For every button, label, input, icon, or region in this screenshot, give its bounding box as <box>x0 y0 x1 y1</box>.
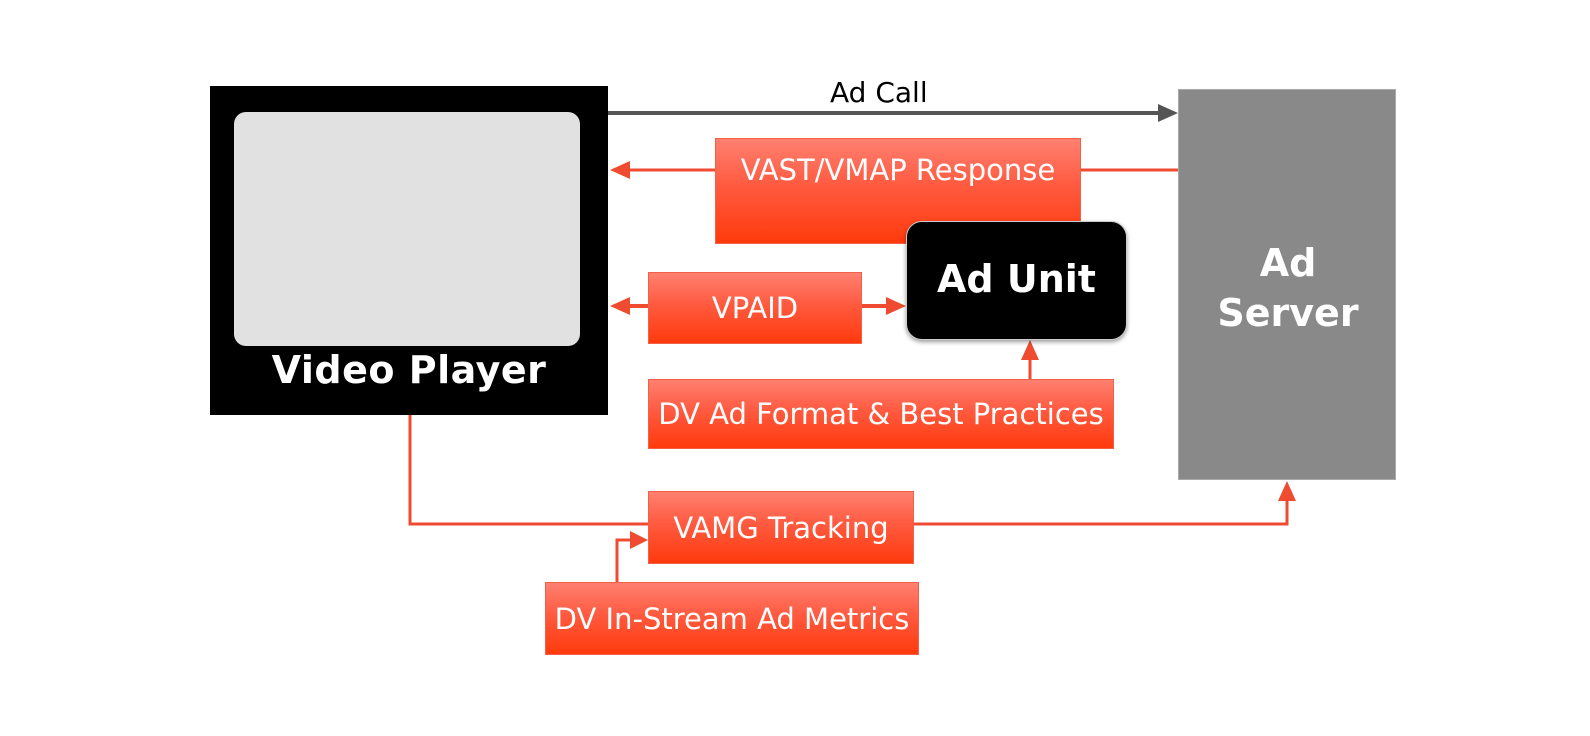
vpaid-right-arrowhead <box>886 297 906 315</box>
dv-format-arrowhead <box>1021 340 1039 360</box>
vpaid-left-arrowhead <box>610 297 630 315</box>
ad-server-label-line1: Ad <box>1259 241 1317 285</box>
tracking-arrowhead <box>1278 481 1296 501</box>
vast-vmap-response-label: VAST/VMAP Response <box>740 153 1056 187</box>
ad-unit-node: Ad Unit <box>906 221 1127 340</box>
ad-server-node: Ad Server <box>1178 89 1396 480</box>
ad-server-label: Ad Server <box>1179 238 1397 338</box>
tracking-line-right <box>913 500 1289 526</box>
instream-arrowhead <box>630 531 648 549</box>
ad-server-label-line2: Server <box>1217 291 1359 335</box>
dv-ad-format-label: DV Ad Format & Best Practices <box>658 397 1104 431</box>
video-player-node: Video Player <box>210 86 608 415</box>
video-player-label: Video Player <box>271 348 547 392</box>
ad-call-arrowhead <box>1158 104 1178 122</box>
vast-response-arrowhead <box>610 161 630 179</box>
dv-ad-format-box: DV Ad Format & Best Practices <box>648 379 1114 449</box>
dv-instream-metrics-box: DV In-Stream Ad Metrics <box>545 582 919 655</box>
tracking-line-left <box>408 415 648 526</box>
vamg-tracking-label: VAMG Tracking <box>673 510 889 545</box>
vamg-tracking-box: VAMG Tracking <box>648 491 914 564</box>
ad-call-label: Ad Call <box>830 76 928 109</box>
ad-unit-label: Ad Unit <box>937 257 1096 301</box>
vpaid-box: VPAID <box>648 272 862 344</box>
instream-line <box>615 538 632 582</box>
dv-instream-metrics-label: DV In-Stream Ad Metrics <box>554 601 910 636</box>
vpaid-label: VPAID <box>711 291 799 325</box>
video-screen <box>234 112 580 346</box>
